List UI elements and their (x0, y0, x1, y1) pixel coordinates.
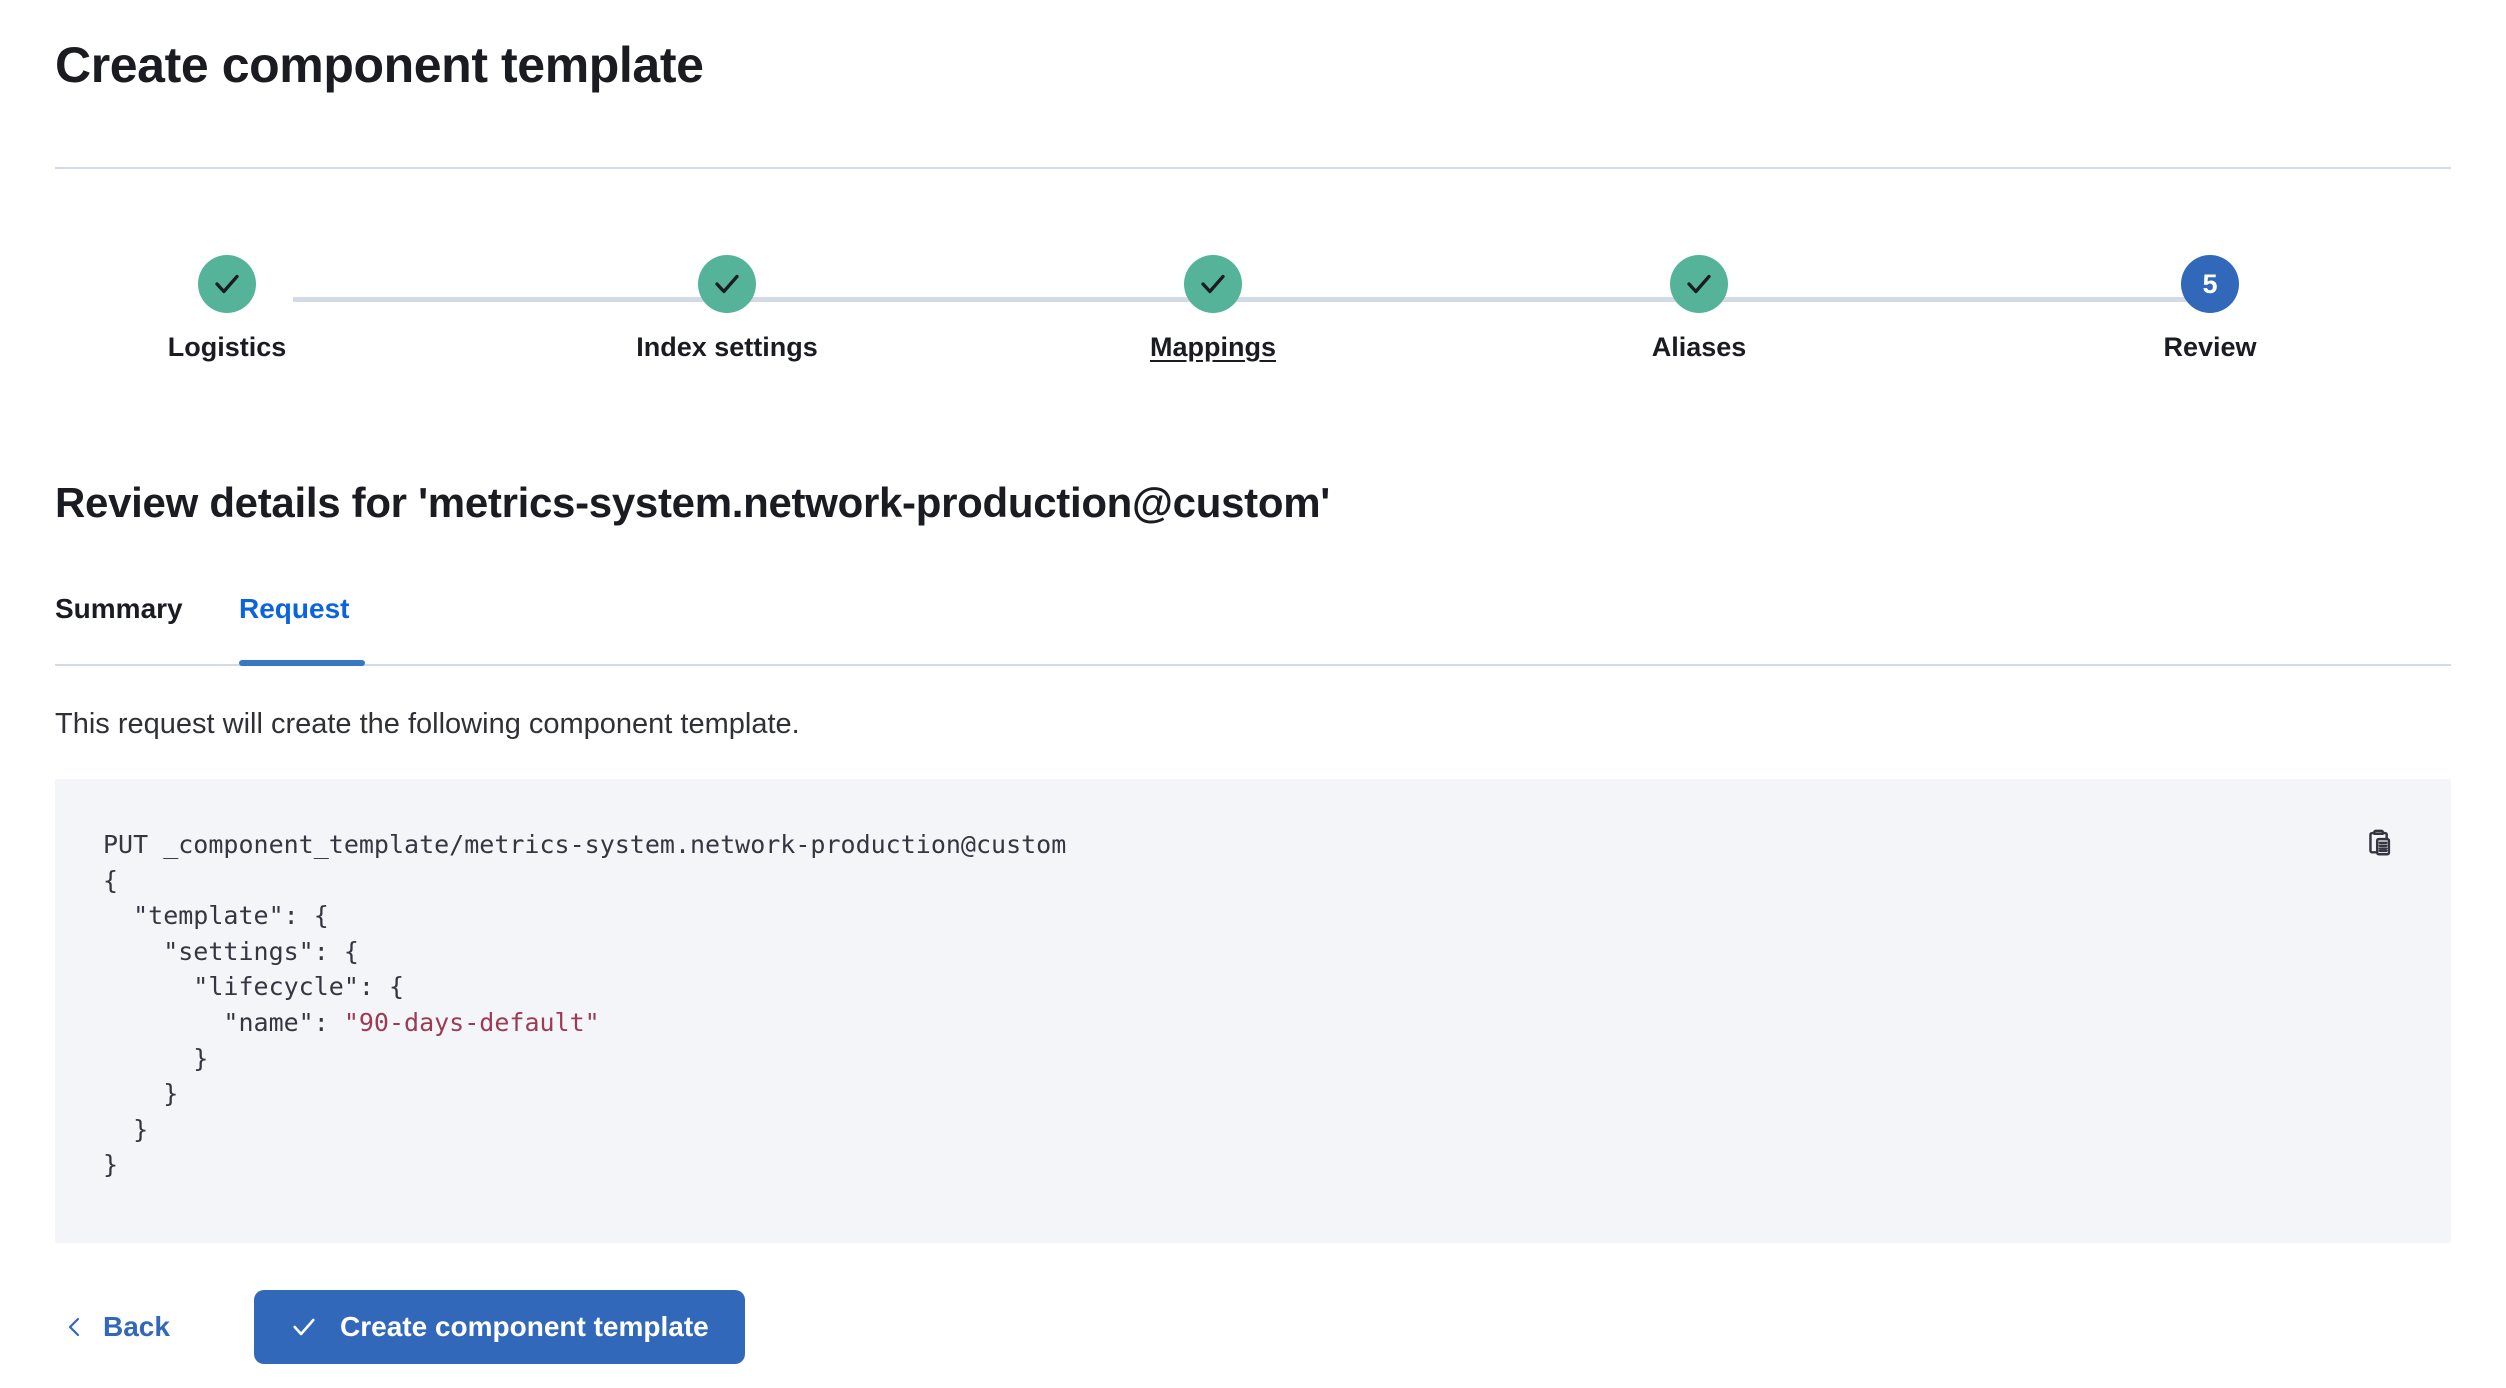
tab-request-active-underline (239, 660, 365, 666)
code-line-name-key: "name": (103, 1007, 344, 1037)
create-component-template-button[interactable]: Create component template (254, 1290, 745, 1364)
step-aliases[interactable]: Aliases (1529, 255, 1869, 363)
step-logistics-label: Logistics (167, 332, 287, 362)
step-rail (293, 297, 2213, 302)
code-line-name-value: "90-days-default" (343, 1007, 600, 1037)
step-review[interactable]: 5 Review (2040, 255, 2380, 363)
code-line-open-brace: { (103, 865, 119, 895)
code-line-close-lifecycle: } (103, 1043, 209, 1073)
tab-summary[interactable]: Summary (55, 592, 183, 667)
request-code-text: PUT _component_template/metrics-system.n… (103, 827, 1066, 1183)
step-mappings[interactable]: Mappings (1043, 255, 1383, 363)
page-title: Create component template (55, 37, 704, 93)
create-component-template-button-label: Create component template (340, 1311, 709, 1342)
code-line-lifecycle: "lifecycle": { (103, 972, 405, 1002)
step-review-circle[interactable]: 5 (2181, 255, 2239, 313)
step-index-settings-label: Index settings (636, 332, 818, 362)
check-icon (1687, 274, 1711, 294)
back-button-label: Back (103, 1311, 170, 1342)
tab-request[interactable]: Request (239, 592, 349, 667)
code-line-close-settings: } (103, 1079, 179, 1109)
tabs-baseline (55, 664, 2451, 666)
request-description: This request will create the following c… (55, 708, 800, 740)
request-method-path: PUT _component_template/metrics-system.n… (103, 830, 1067, 859)
code-line-close-template: } (103, 1114, 149, 1144)
copy-clipboard-icon (2368, 829, 2390, 855)
step-mappings-label[interactable]: Mappings (1150, 332, 1276, 362)
step-mappings-circle[interactable] (1184, 255, 1242, 313)
step-review-label: Review (2163, 332, 2257, 362)
back-button[interactable]: Back (55, 1290, 178, 1364)
step-index-settings[interactable]: Index settings (557, 255, 897, 363)
code-line-settings: "settings": { (103, 936, 359, 966)
code-line-template: "template": { (103, 901, 329, 931)
copy-request-button[interactable] (2354, 817, 2406, 869)
check-icon (1201, 274, 1225, 294)
chevron-left-icon (68, 1317, 80, 1337)
check-icon (715, 274, 739, 294)
step-aliases-circle[interactable] (1670, 255, 1728, 313)
header-divider (55, 167, 2451, 169)
step-index-settings-circle[interactable] (698, 255, 756, 313)
review-heading: Review details for 'metrics-system.netwo… (55, 479, 1330, 526)
code-line-close-root: } (103, 1150, 119, 1180)
review-tabs: Summary Request (55, 592, 2451, 667)
step-logistics-circle[interactable] (198, 255, 256, 313)
step-indicator: Logistics Index settings Mappings Aliase… (55, 255, 2451, 380)
check-icon (215, 274, 239, 294)
step-aliases-label: Aliases (1651, 332, 1747, 362)
step-logistics[interactable]: Logistics (57, 255, 397, 363)
request-code-block: PUT _component_template/metrics-system.n… (55, 779, 2451, 1243)
step-review-number: 5 (2202, 268, 2218, 299)
check-icon (293, 1318, 315, 1336)
